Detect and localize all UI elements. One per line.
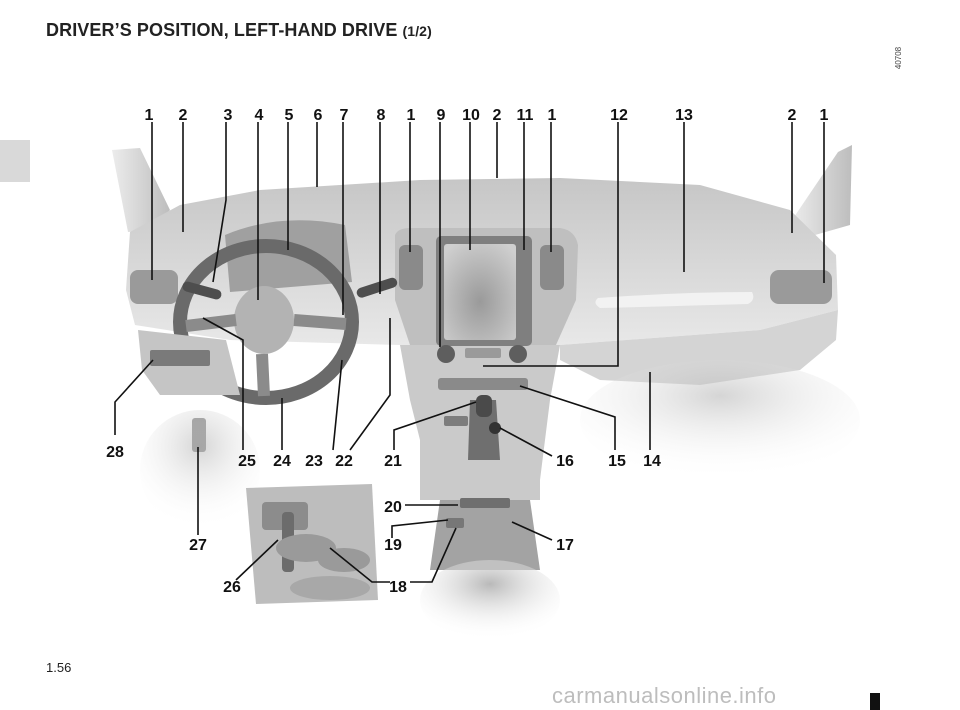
callout-label: 16	[556, 453, 574, 470]
page-title: DRIVER’S POSITION, LEFT-HAND DRIVE (1/2)	[46, 20, 432, 41]
left-stalk	[182, 281, 222, 300]
callout-label: 9	[437, 107, 446, 124]
callout-label: 12	[610, 107, 628, 124]
reference-code: 40708	[894, 46, 903, 69]
lower-console	[430, 500, 540, 570]
vent-center-right	[540, 245, 564, 290]
section-tab	[0, 140, 30, 182]
inset-detail	[246, 484, 378, 604]
page-title-main: DRIVER’S POSITION, LEFT-HAND DRIVE	[46, 20, 398, 40]
left-switch-block	[150, 350, 210, 366]
watermark: carmanualsonline.info	[552, 683, 777, 708]
page-title-sub: (1/2)	[402, 23, 432, 39]
callout-label: 2	[493, 107, 502, 124]
callout-label: 19	[384, 537, 402, 554]
callout-label: 8	[377, 107, 386, 124]
touchscreen	[444, 244, 516, 340]
dash-trim-strip	[595, 292, 754, 308]
callout-label: 4	[255, 107, 264, 124]
callout-label: 6	[314, 107, 323, 124]
callout-label: 27	[189, 537, 207, 554]
callout-label: 3	[224, 107, 233, 124]
callout-label: 10	[462, 107, 480, 124]
driver-footwell-fade	[140, 410, 260, 530]
callout-label: 25	[238, 453, 256, 470]
gear-knob	[476, 395, 492, 417]
callout-label: 2	[788, 107, 797, 124]
vent-right	[770, 270, 832, 304]
knob-right	[509, 345, 527, 363]
callout-label: 23	[305, 453, 323, 470]
vent-left	[130, 270, 178, 304]
knob-left	[437, 345, 455, 363]
callout-label: 18	[389, 579, 407, 596]
callout-label: 1	[820, 107, 829, 124]
callout-label: 22	[335, 453, 353, 470]
steering-hub	[234, 286, 294, 354]
hazard-buttons	[465, 348, 501, 358]
callout-label: 13	[675, 107, 693, 124]
dashboard-scene	[112, 145, 860, 640]
callout-label: 1	[548, 107, 557, 124]
console-switch-19	[446, 518, 464, 528]
callout-label: 14	[643, 453, 661, 470]
instrument-cluster	[225, 220, 352, 292]
callout-label: 24	[273, 453, 291, 470]
corner-mark	[870, 693, 880, 710]
callout-label: 21	[384, 453, 402, 470]
seat-shadow	[420, 560, 560, 640]
switch-panel	[438, 378, 528, 390]
callout-label: 28	[106, 444, 124, 461]
callout-label: 17	[556, 537, 574, 554]
gear-button	[489, 422, 501, 434]
right-stalk	[356, 277, 398, 298]
callout-label: 5	[285, 107, 294, 124]
callout-label: 2	[179, 107, 188, 124]
callout-label: 11	[517, 107, 534, 124]
callout-label: 1	[145, 107, 154, 124]
callout-label: 26	[223, 579, 241, 596]
left-a-pillar	[112, 148, 170, 232]
callout-labels: 1 2 3 4 5 6 7 8 1 9 10 2 11 1 12 13 2 1 …	[106, 107, 828, 596]
callout-leaders	[114, 122, 825, 583]
page-number: 1.56	[46, 660, 72, 675]
console-switch	[444, 416, 468, 426]
console-slot	[460, 498, 510, 508]
vent-center-left	[399, 245, 423, 290]
reference-code-text: 40708	[894, 46, 903, 69]
callout-label: 7	[340, 107, 349, 124]
callout-label: 1	[407, 107, 416, 124]
callout-label: 20	[384, 499, 402, 516]
right-a-pillar	[792, 145, 852, 235]
steering-wheel	[173, 239, 359, 405]
gear-boot	[468, 400, 500, 460]
callout-label: 15	[608, 453, 626, 470]
